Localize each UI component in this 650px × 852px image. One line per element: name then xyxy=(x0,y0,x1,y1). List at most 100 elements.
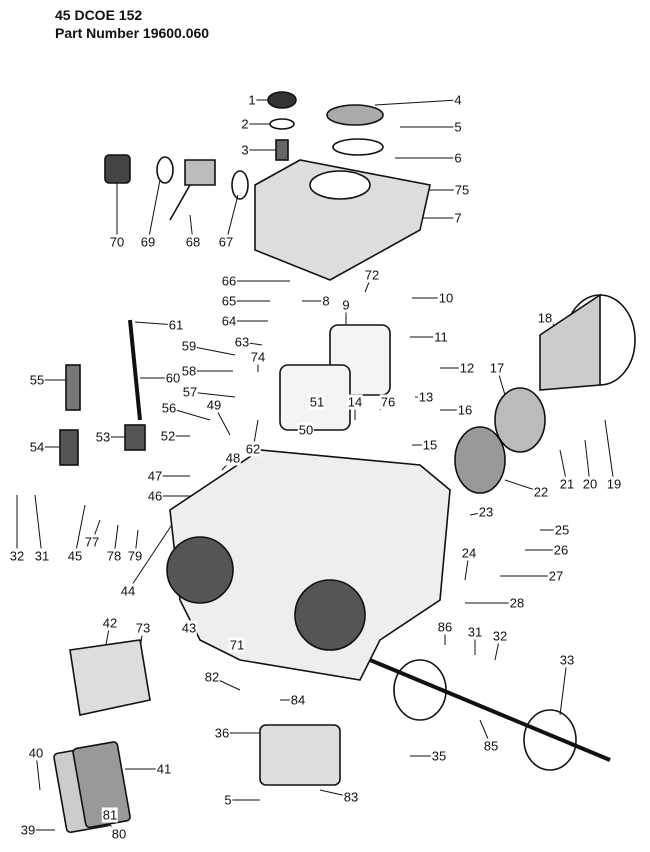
part-label-68: 68 xyxy=(184,234,202,250)
cover-gasket xyxy=(332,138,384,156)
banjo-fitting xyxy=(169,159,216,221)
part-label-18: 18 xyxy=(536,310,554,326)
throttle-plate xyxy=(523,709,577,771)
part-label-6: 6 xyxy=(453,150,463,166)
part-label-84: 84 xyxy=(289,692,307,708)
part-label-49: 49 xyxy=(205,397,223,413)
part-label-21: 21 xyxy=(558,476,576,492)
leader-line xyxy=(604,419,615,485)
part-label-86: 86 xyxy=(436,619,454,635)
part-label-19: 19 xyxy=(605,476,623,492)
part-label-20: 20 xyxy=(581,476,599,492)
part-label-50: 50 xyxy=(297,422,315,438)
top-cover xyxy=(254,159,431,281)
part-label-65: 65 xyxy=(220,293,238,309)
part-label-61: 61 xyxy=(167,317,185,333)
part-label-5: 5 xyxy=(453,119,463,135)
part-label-25: 25 xyxy=(553,522,571,538)
part-label-85: 85 xyxy=(482,738,500,754)
part-label-26: 26 xyxy=(552,542,570,558)
throttle-plate xyxy=(393,659,447,721)
part-label-56: 56 xyxy=(160,400,178,416)
part-label-43: 43 xyxy=(180,620,198,636)
throttle-bore xyxy=(294,579,366,651)
part-label-83: 83 xyxy=(342,789,360,805)
washer xyxy=(231,170,249,200)
part-label-2: 2 xyxy=(240,116,250,132)
part-label-57: 57 xyxy=(181,384,199,400)
part-label-60: 60 xyxy=(164,370,182,386)
part-label-28: 28 xyxy=(508,595,526,611)
spring xyxy=(59,429,79,466)
part-label-46: 46 xyxy=(146,488,164,504)
leader-line xyxy=(74,504,86,557)
air-horn-body xyxy=(539,293,601,391)
part-label-51: 51 xyxy=(308,394,326,410)
part-label-9: 9 xyxy=(341,297,351,313)
part-label-7: 7 xyxy=(453,210,463,226)
part-label-3: 3 xyxy=(240,142,250,158)
part-label-39: 39 xyxy=(19,822,37,838)
part-label-16: 16 xyxy=(456,402,474,418)
part-label-1: 1 xyxy=(247,92,257,108)
part-label-78: 78 xyxy=(105,548,123,564)
leader-line xyxy=(147,179,161,243)
model-title: 45 DCOE 152 xyxy=(55,7,143,23)
part-label-13: 13 xyxy=(417,389,435,405)
part-label-77: 77 xyxy=(83,534,101,550)
spring xyxy=(65,364,81,411)
part-label-27: 27 xyxy=(547,568,565,584)
leader-line xyxy=(559,659,568,716)
part-label-41: 41 xyxy=(155,761,173,777)
part-label-12: 12 xyxy=(458,360,476,376)
part-label-71: 71 xyxy=(228,637,246,653)
part-label-73: 73 xyxy=(134,620,152,636)
part-label-4: 4 xyxy=(453,92,463,108)
part-label-81: 81 xyxy=(101,807,119,823)
part-label-82: 82 xyxy=(203,669,221,685)
part-label-48: 48 xyxy=(224,450,242,466)
cover-opening xyxy=(309,170,371,200)
part-label-66: 66 xyxy=(220,273,238,289)
part-label-31: 31 xyxy=(33,548,51,564)
air-horn-ring xyxy=(494,387,546,453)
leader-line xyxy=(225,194,239,243)
part-label-53: 53 xyxy=(94,429,112,445)
part-label-70: 70 xyxy=(108,234,126,250)
part-label-36: 36 xyxy=(213,725,231,741)
throttle-bore xyxy=(166,536,234,604)
part-label-35: 35 xyxy=(430,748,448,764)
throttle-shaft xyxy=(369,658,611,762)
part-label-45: 45 xyxy=(66,548,84,564)
part-label-40: 40 xyxy=(27,745,45,761)
part-label-47: 47 xyxy=(146,468,164,484)
pump-rod xyxy=(128,319,142,421)
part-label-5: 5 xyxy=(223,792,233,808)
part-label-33: 33 xyxy=(558,652,576,668)
part-label-31: 31 xyxy=(466,624,484,640)
part-label-63: 63 xyxy=(233,334,251,350)
part-label-72: 72 xyxy=(363,267,381,283)
washer xyxy=(156,156,174,184)
part-label-54: 54 xyxy=(28,439,46,455)
part-label-44: 44 xyxy=(119,583,137,599)
spring xyxy=(124,424,146,451)
part-label-69: 69 xyxy=(139,234,157,250)
part-label-11: 11 xyxy=(433,329,449,345)
part-label-14: 14 xyxy=(346,394,364,410)
leader-line xyxy=(127,519,176,592)
spring xyxy=(275,139,289,161)
venturi xyxy=(454,426,506,494)
gasket-ring xyxy=(269,118,295,130)
part-number: Part Number 19600.060 xyxy=(55,25,210,41)
idle-cover xyxy=(259,724,341,786)
part-label-52: 52 xyxy=(159,428,177,444)
part-label-32: 32 xyxy=(8,548,26,564)
part-label-32: 32 xyxy=(491,628,509,644)
part-label-24: 24 xyxy=(460,545,478,561)
part-label-58: 58 xyxy=(180,363,198,379)
part-label-15: 15 xyxy=(421,437,439,453)
leader-line xyxy=(34,494,43,557)
part-label-67: 67 xyxy=(217,234,235,250)
pump-body xyxy=(69,639,151,716)
